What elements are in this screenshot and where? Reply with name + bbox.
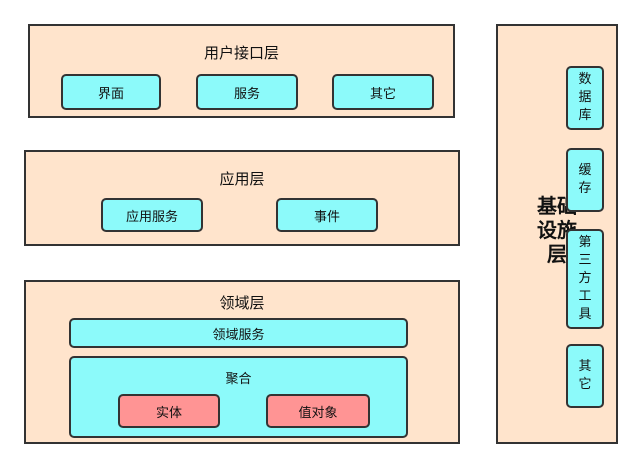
infra-item-database-char-3: 库 — [578, 108, 592, 123]
domain-service-box: 领域服务 — [69, 318, 408, 348]
infra-item-third-party-tools: 第 三 方 工 具 — [566, 229, 604, 329]
application-layer-title: 应用层 — [219, 170, 265, 188]
infra-item-database-char-2: 据 — [578, 90, 592, 105]
user-interface-layer-title: 用户接口层 — [203, 44, 279, 62]
aggregate-title: 聚合 — [225, 372, 252, 387]
infrastructure-title-line-3: 层 — [547, 242, 567, 266]
value-object-box: 值对象 — [266, 394, 370, 428]
infra-item-third-party-char-1: 第 — [578, 235, 592, 250]
domain-layer: 领域层 领域服务 聚合 实体 值对象 — [24, 280, 460, 444]
infra-item-database: 数 据 库 — [566, 66, 604, 130]
infra-item-other: 其 它 — [566, 344, 604, 408]
infra-item-cache-char-1: 缓 — [578, 163, 592, 178]
infrastructure-layer: 基础 设施 层 数 据 库 缓 存 第 三 方 工 具 其 它 — [496, 24, 618, 444]
entity-box: 实体 — [118, 394, 220, 428]
infra-item-other-char-1: 其 — [578, 359, 592, 374]
infra-item-third-party-char-2: 三 — [578, 253, 592, 268]
app-item-event: 事件 — [276, 198, 378, 232]
infra-item-cache: 缓 存 — [566, 148, 604, 212]
user-interface-layer: 用户接口层 界面 服务 其它 — [28, 24, 455, 118]
ui-item-other: 其它 — [332, 74, 434, 110]
infra-item-third-party-char-4: 工 — [578, 289, 592, 304]
infra-item-third-party-char-5: 具 — [578, 307, 592, 322]
application-layer: 应用层 应用服务 事件 — [24, 150, 460, 246]
ui-item-service: 服务 — [196, 74, 298, 110]
infra-item-database-char-1: 数 — [578, 72, 592, 87]
infra-item-cache-char-2: 存 — [578, 181, 592, 196]
infra-item-other-char-2: 它 — [578, 377, 592, 392]
ui-item-interface: 界面 — [61, 74, 161, 110]
infra-item-third-party-char-3: 方 — [578, 271, 592, 286]
domain-layer-title: 领域层 — [219, 294, 265, 312]
aggregate-box: 聚合 实体 值对象 — [69, 356, 408, 438]
app-item-application-service: 应用服务 — [101, 198, 203, 232]
